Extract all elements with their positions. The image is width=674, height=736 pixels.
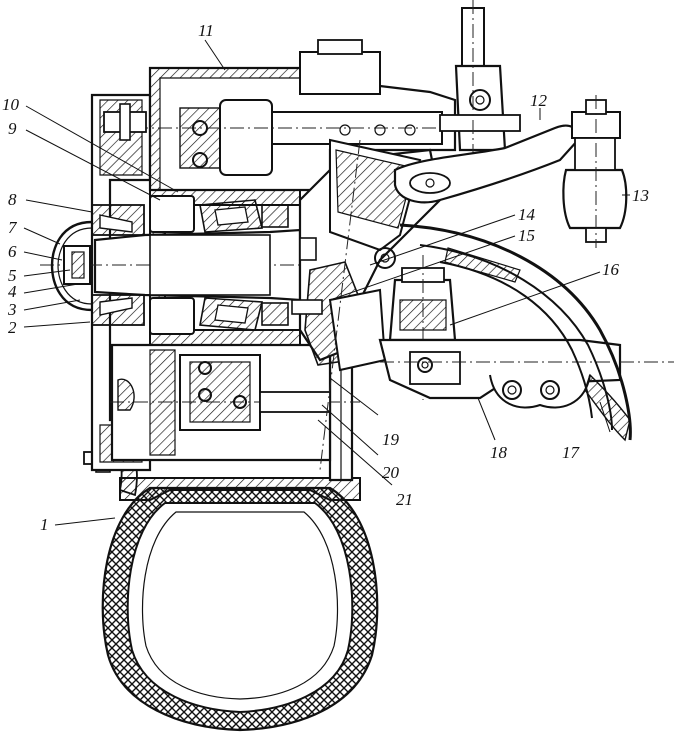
axle-shaft [40,228,320,302]
lower-control-arm [378,338,674,409]
wheel-arch [399,223,632,442]
callout-6: 6 [8,242,17,261]
callout-4: 4 [8,282,17,301]
oil-seal [261,204,289,326]
callout-3: 3 [7,300,17,319]
callout-19: 19 [382,430,400,449]
callout-15: 15 [518,226,535,245]
callout-7: 7 [8,218,18,237]
callout-11: 11 [198,21,214,40]
king-pin-upper [439,0,521,165]
hub-cap [50,220,93,312]
callout-13: 13 [632,186,649,205]
callout-17: 17 [562,443,581,462]
callout-20: 20 [382,463,400,482]
callout-10: 10 [2,95,20,114]
tyre [101,486,379,732]
callout-2: 2 [8,318,17,337]
callout-16: 16 [602,260,620,279]
callout-14: 14 [518,205,536,224]
tie-rod-end [562,95,628,248]
callout-9: 9 [8,119,17,138]
lower-ball-joint [388,255,457,400]
callout-12: 12 [530,91,548,110]
callout-labels: 1 2 3 4 5 6 7 8 9 10 11 12 13 14 15 16 1… [2,21,649,534]
lower-gear-case [110,343,360,462]
leader-lines [23,39,630,526]
outer-bearing [91,204,145,326]
callout-21: 21 [396,490,413,509]
inner-bearing [149,195,264,335]
callout-18: 18 [490,443,508,462]
callout-1: 1 [40,515,49,534]
steering-arm [393,124,580,204]
callout-5: 5 [8,266,17,285]
callout-8: 8 [8,190,17,209]
upper-gear-case [103,39,470,192]
